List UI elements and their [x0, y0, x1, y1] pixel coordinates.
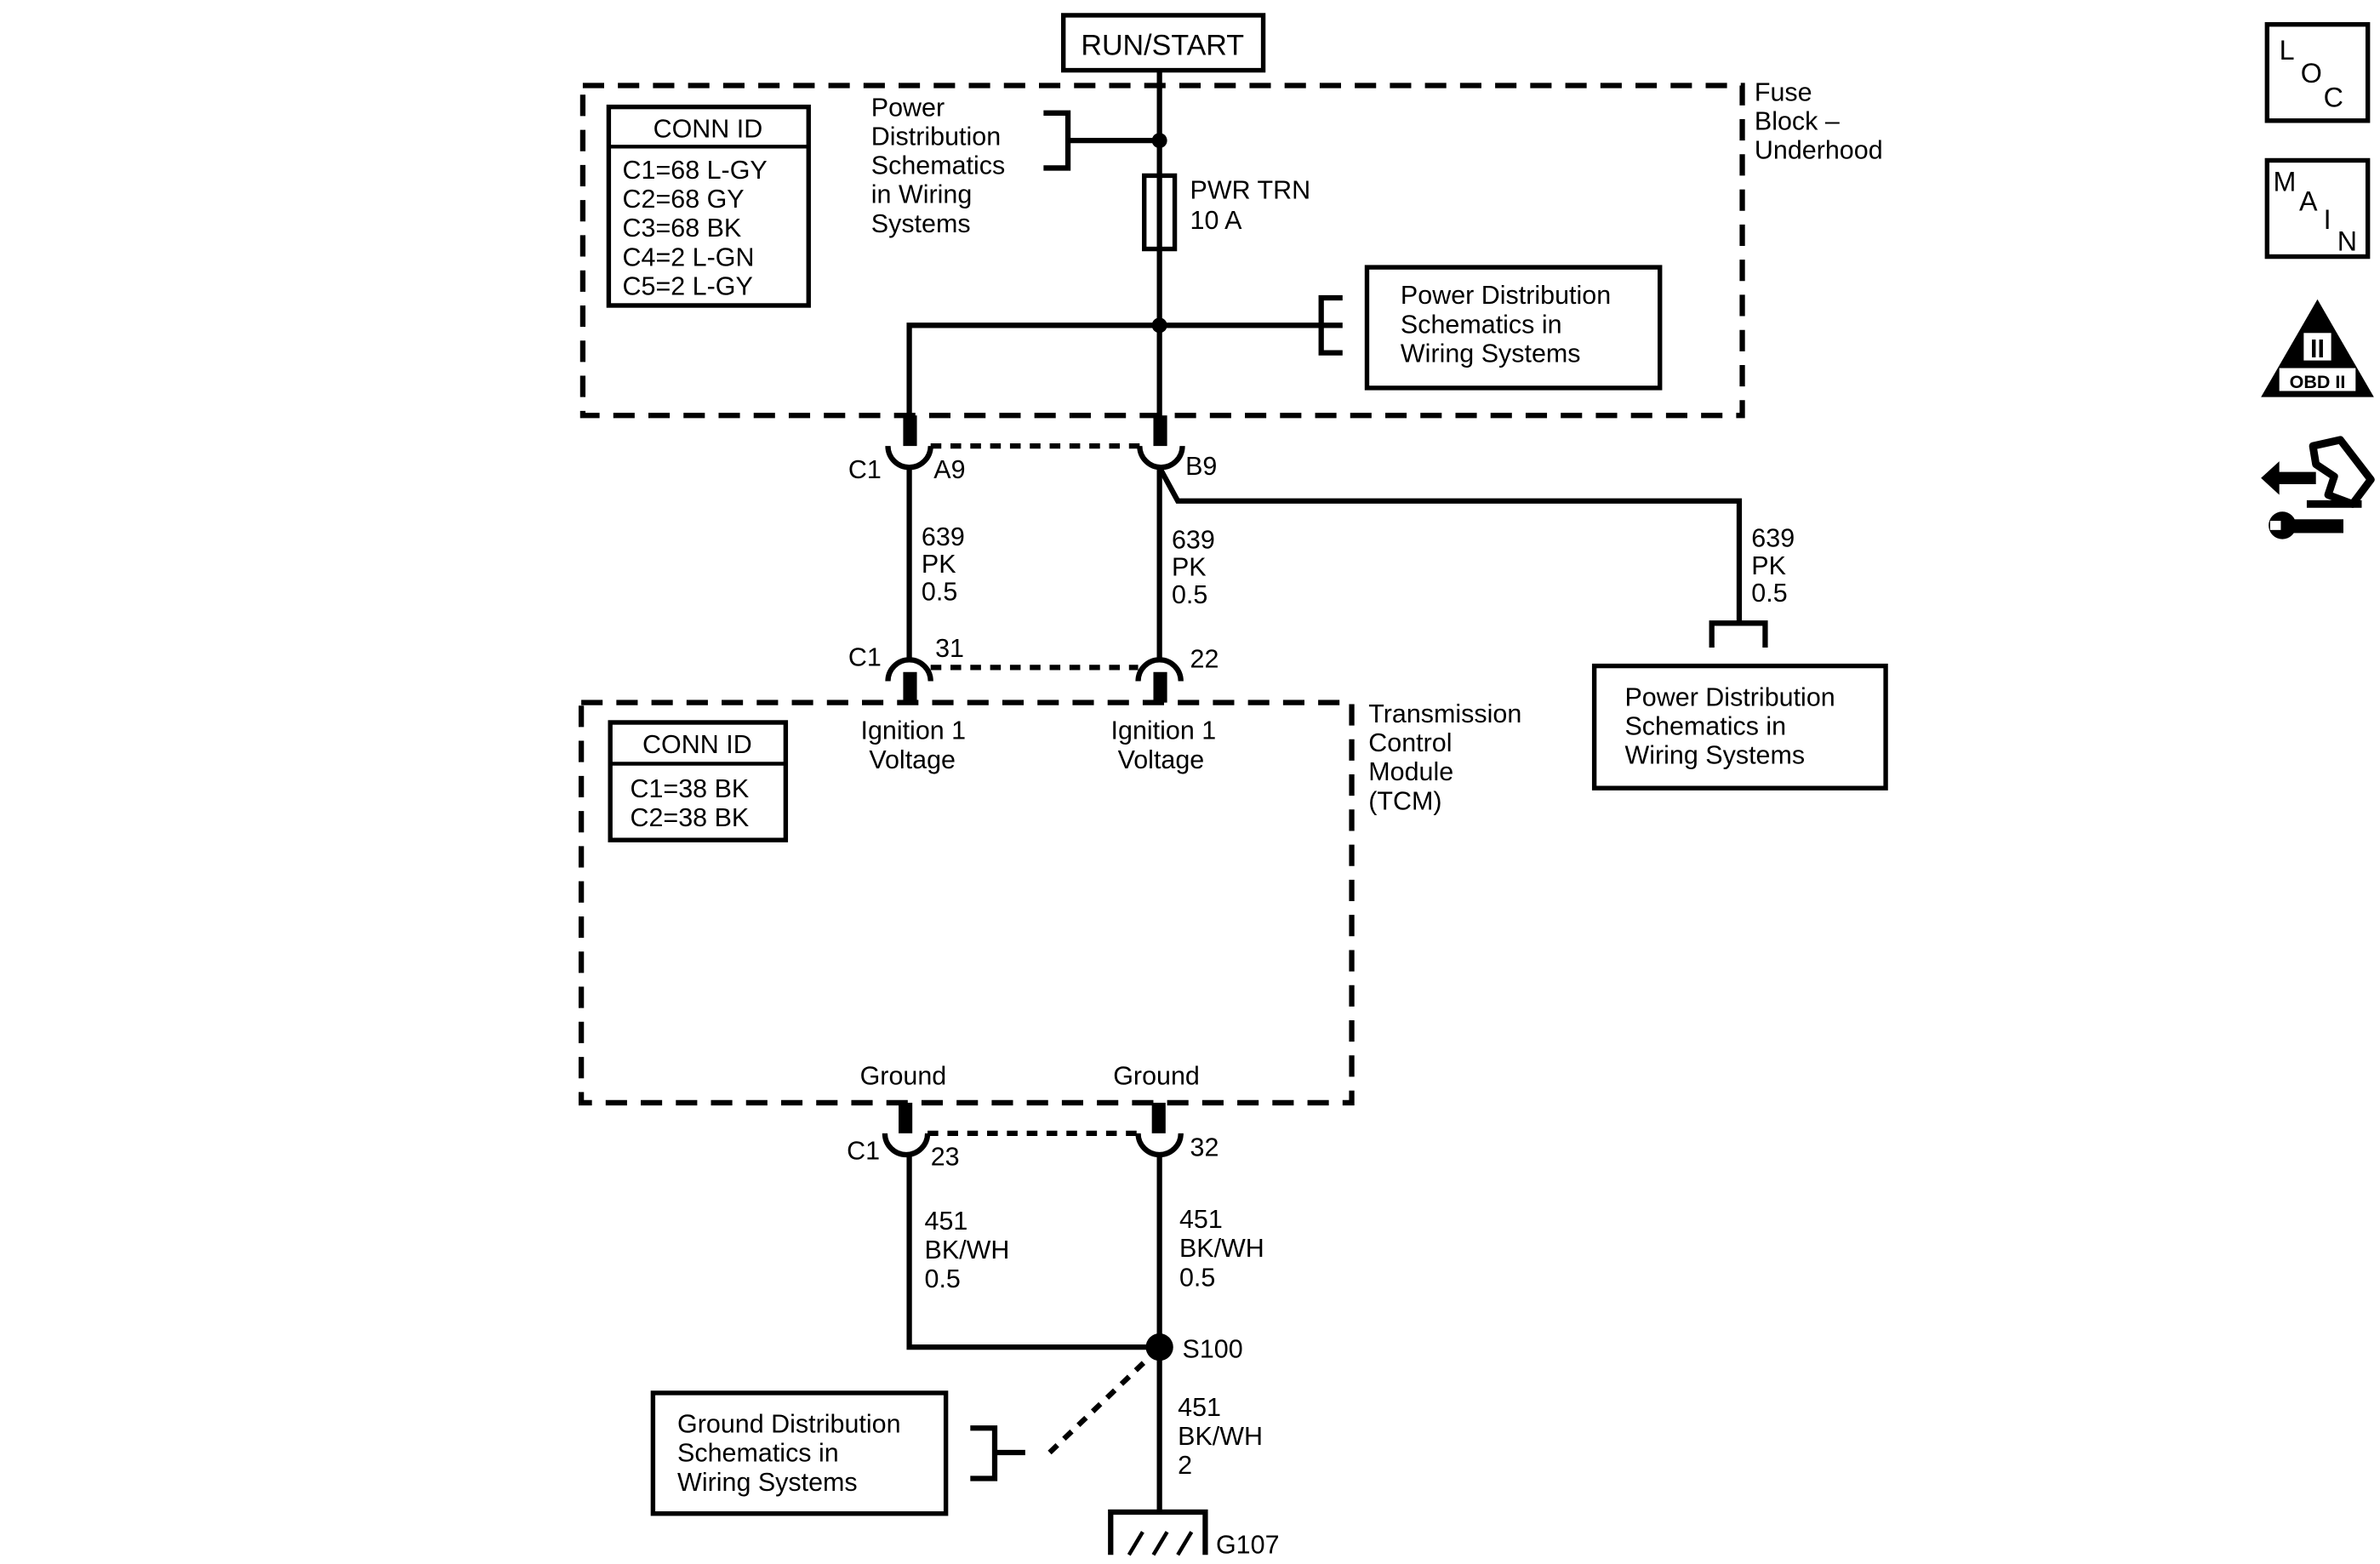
tcm-ground-left-label: Ground — [860, 1061, 947, 1090]
conn-id-title: CONN ID — [642, 730, 752, 759]
tcm-input-left-label: Ignition 1 Voltage — [860, 716, 973, 774]
fuse-block-outline — [579, 83, 1745, 419]
conn-id-rows: C1=68 L-GY C2=68 GY C3=68 BK C4=2 L-GN C… — [623, 156, 775, 300]
svg-text:Power Distribution Schem: Power Distribution Schematics in Wiring … — [1401, 281, 1618, 368]
pd-ref-left-bracket — [1043, 110, 1071, 171]
conn-id-rows: C1=38 BK C2=38 BK — [630, 774, 756, 832]
obd-ii-icon[interactable]: II OBD II — [2261, 299, 2374, 397]
pin-32: 32 — [1190, 1133, 1219, 1162]
svg-text:Power Distribution: Power Distribution Schematics in Wiring … — [871, 93, 1013, 237]
connector-c1-tcm-bottom[interactable]: C1 23 32 — [847, 1102, 1219, 1172]
main-icon[interactable]: M A I N — [2264, 157, 2371, 260]
pin-a9: A9 — [933, 455, 965, 484]
wire-label-to-ground: 451 BK/WH 2 — [1178, 1393, 1270, 1480]
pin-31: 31 — [935, 634, 964, 663]
ground-ref-bracket — [970, 1425, 998, 1481]
wire-label-left: 639 PK 0.5 — [922, 522, 972, 607]
conn-id-title: CONN ID — [654, 115, 763, 144]
run-start-label: RUN/START — [1081, 30, 1244, 62]
wire-451-left — [906, 1154, 1160, 1350]
connector-c1-tcm-top[interactable]: C1 31 22 — [848, 634, 1219, 703]
wire-label-lower-left: 451 BK/WH 0.5 — [925, 1207, 1017, 1293]
pin-23: 23 — [931, 1143, 960, 1172]
pd-ref-right-bracket — [1318, 294, 1343, 356]
wire-label-lower-right: 451 BK/WH 0.5 — [1179, 1205, 1271, 1292]
splice-s100[interactable]: S100 — [1145, 1333, 1243, 1364]
wire-label-middle: 639 PK 0.5 — [1172, 525, 1222, 609]
service-tool-icon[interactable] — [2261, 436, 2375, 539]
junction-dot — [1151, 133, 1167, 149]
tcm-conn-id-table: CONN ID C1=38 BK C2=38 BK — [608, 720, 789, 842]
feed-wire-left-branch — [906, 323, 1160, 428]
pwr-trn-fuse[interactable]: PWR TRN 10 A — [1142, 173, 1318, 252]
pd-ref-branch[interactable]: Power Distribution Schematics in Wiring … — [1591, 620, 1888, 791]
tcm-outline — [578, 699, 1355, 1106]
pd-ref-right[interactable]: Power Distribution Schematics in Wiring … — [1318, 265, 1663, 391]
ground-label: G107 — [1216, 1530, 1280, 1559]
svg-text:L: L — [2280, 35, 2295, 66]
svg-text:I: I — [2324, 204, 2331, 235]
svg-text:Power Distribution Schem: Power Distribution Schematics in Wiring … — [1624, 682, 1842, 769]
svg-text:Ground Distribution Sche: Ground Distribution Schematics in Wiring… — [677, 1410, 908, 1497]
fuse-label: PWR TRN 10 A — [1190, 175, 1318, 235]
obd-numeral: II — [2310, 334, 2325, 363]
fuse-block-conn-id-table: CONN ID C1=68 L-GY C2=68 GY C3=68 BK C4=… — [606, 104, 811, 308]
ground-g107[interactable]: G107 — [1108, 1509, 1280, 1559]
loc-icon[interactable]: L O C — [2264, 22, 2371, 123]
svg-text:A: A — [2299, 186, 2318, 217]
pd-ref-branch-bracket — [1709, 620, 1768, 648]
splice-label: S100 — [1183, 1335, 1243, 1364]
ground-ref-link — [1047, 1357, 1150, 1455]
tcm-ground-right-label: Ground — [1113, 1061, 1200, 1090]
wire-639-branch — [1156, 465, 1743, 624]
obd-label: OBD II — [2290, 372, 2346, 392]
tcm-label: Transmission Control Module (TCM) — [1368, 699, 1529, 815]
pin-b9: B9 — [1185, 452, 1217, 481]
svg-text:N: N — [2337, 225, 2357, 256]
connector-name: C1 — [848, 455, 882, 484]
run-start-source[interactable]: RUN/START — [1060, 13, 1266, 73]
ground-ref[interactable]: Ground Distribution Schematics in Wiring… — [650, 1357, 1150, 1516]
connector-name: C1 — [847, 1136, 880, 1165]
pd-ref-left[interactable]: Power Distribution Schematics in Wiring … — [871, 93, 1160, 238]
svg-text:C: C — [2324, 83, 2343, 113]
pin-22: 22 — [1190, 644, 1219, 673]
fuse-block-label: Fuse Block – Underhood — [1755, 77, 1883, 164]
svg-text:M: M — [2273, 166, 2296, 197]
wire-label-branch: 639 PK 0.5 — [1751, 524, 1801, 608]
tcm-input-right-label: Ignition 1 Voltage — [1111, 716, 1224, 774]
svg-text:O: O — [2301, 58, 2322, 88]
connector-name: C1 — [848, 643, 882, 672]
